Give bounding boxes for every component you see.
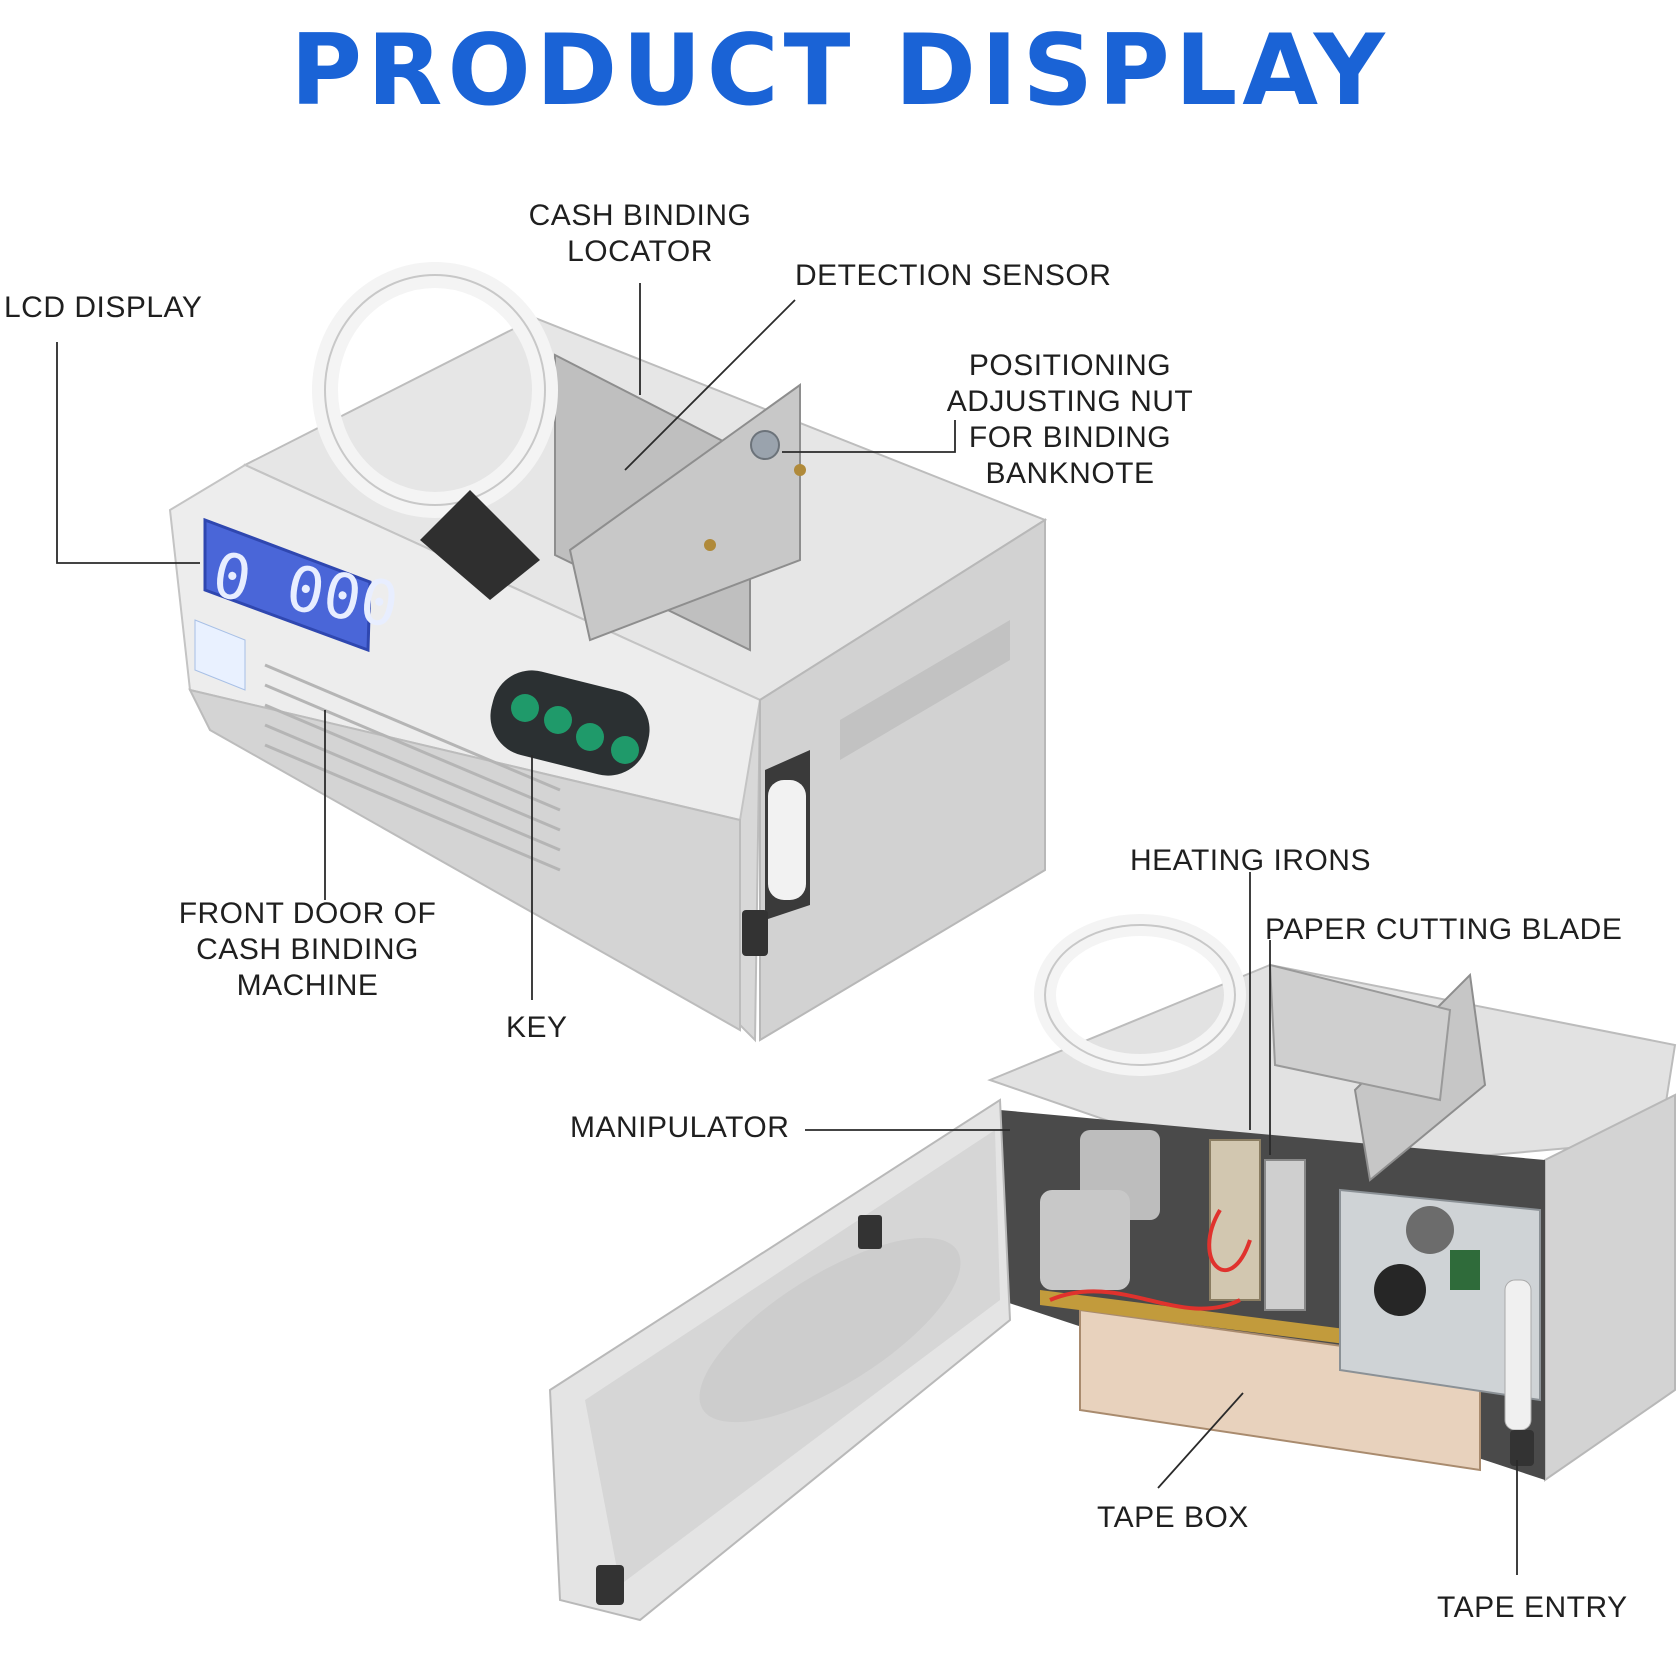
label-front-door: FRONT DOOR OF CASH BINDING MACHINE <box>178 897 437 1002</box>
label-paper-cutting-blade: PAPER CUTTING BLADE <box>1265 913 1623 946</box>
key-panel <box>490 670 650 776</box>
label-lcd-display: LCD DISPLAY <box>4 291 203 324</box>
fun-button[interactable] <box>511 694 539 722</box>
minus-button[interactable] <box>576 723 604 751</box>
label-tape-box: TAPE BOX <box>1097 1501 1249 1534</box>
label-key: KEY <box>506 1011 568 1044</box>
label-positioning-nut: POSITIONING ADJUSTING NUT FOR BINDING BA… <box>946 349 1194 490</box>
label-cash-binding-locator: CASH BINDING LOCATOR <box>528 199 752 268</box>
closed-machine: 0 000 <box>168 262 1048 1043</box>
open-machine <box>548 914 1677 1622</box>
page-title: PRODUCT DISPLAY <box>290 14 1390 128</box>
label-detection-sensor: DETECTION SENSOR <box>795 259 1112 292</box>
reset-button[interactable] <box>611 736 639 764</box>
label-tape-entry: TAPE ENTRY <box>1437 1591 1628 1624</box>
label-manipulator: MANIPULATOR <box>570 1111 790 1144</box>
leader-lines <box>56 283 1518 1575</box>
plus-button[interactable] <box>544 706 572 734</box>
label-heating-irons: HEATING IRONS <box>1130 844 1371 877</box>
